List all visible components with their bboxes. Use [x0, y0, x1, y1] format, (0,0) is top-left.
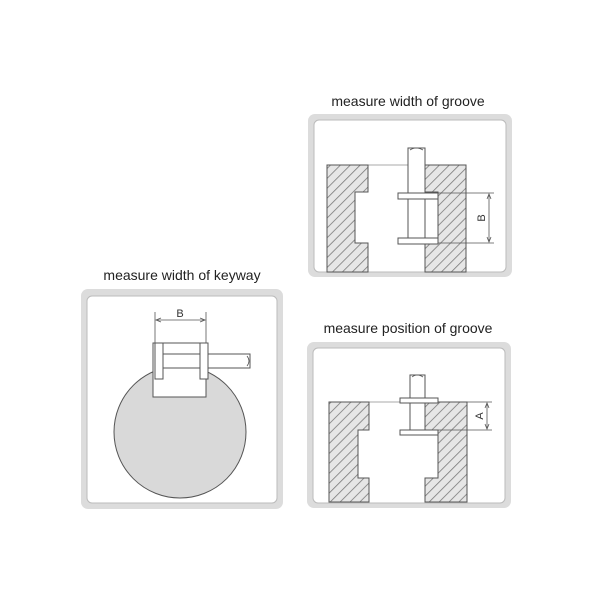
caliper-jaw-left: [154, 342, 164, 380]
dimension-label: B: [476, 214, 488, 221]
dimension-label: A: [474, 412, 486, 420]
panel-groove-position: measure position of groove A: [307, 320, 511, 508]
dimension-b: [438, 192, 494, 244]
caliper-jaw-lower: [397, 237, 439, 245]
panel-title: measure width of keyway: [103, 267, 260, 283]
caliper-jaw-lower: [399, 429, 439, 436]
panel-groove-width: measure width of groove B: [308, 93, 512, 277]
left-block: [328, 401, 370, 503]
panel-title: measure width of groove: [331, 93, 485, 109]
dimension-b: [154, 312, 207, 343]
dimension-a: [438, 401, 492, 431]
left-block: [326, 164, 369, 273]
caliper-jaw-upper: [399, 397, 439, 404]
caliper-jaw-right: [199, 342, 209, 380]
panel-keyway-width: measure width of keyway B: [81, 267, 283, 509]
dimension-label: B: [176, 308, 183, 320]
panel-title: measure position of groove: [324, 320, 493, 336]
caliper-jaw-upper: [397, 192, 439, 200]
